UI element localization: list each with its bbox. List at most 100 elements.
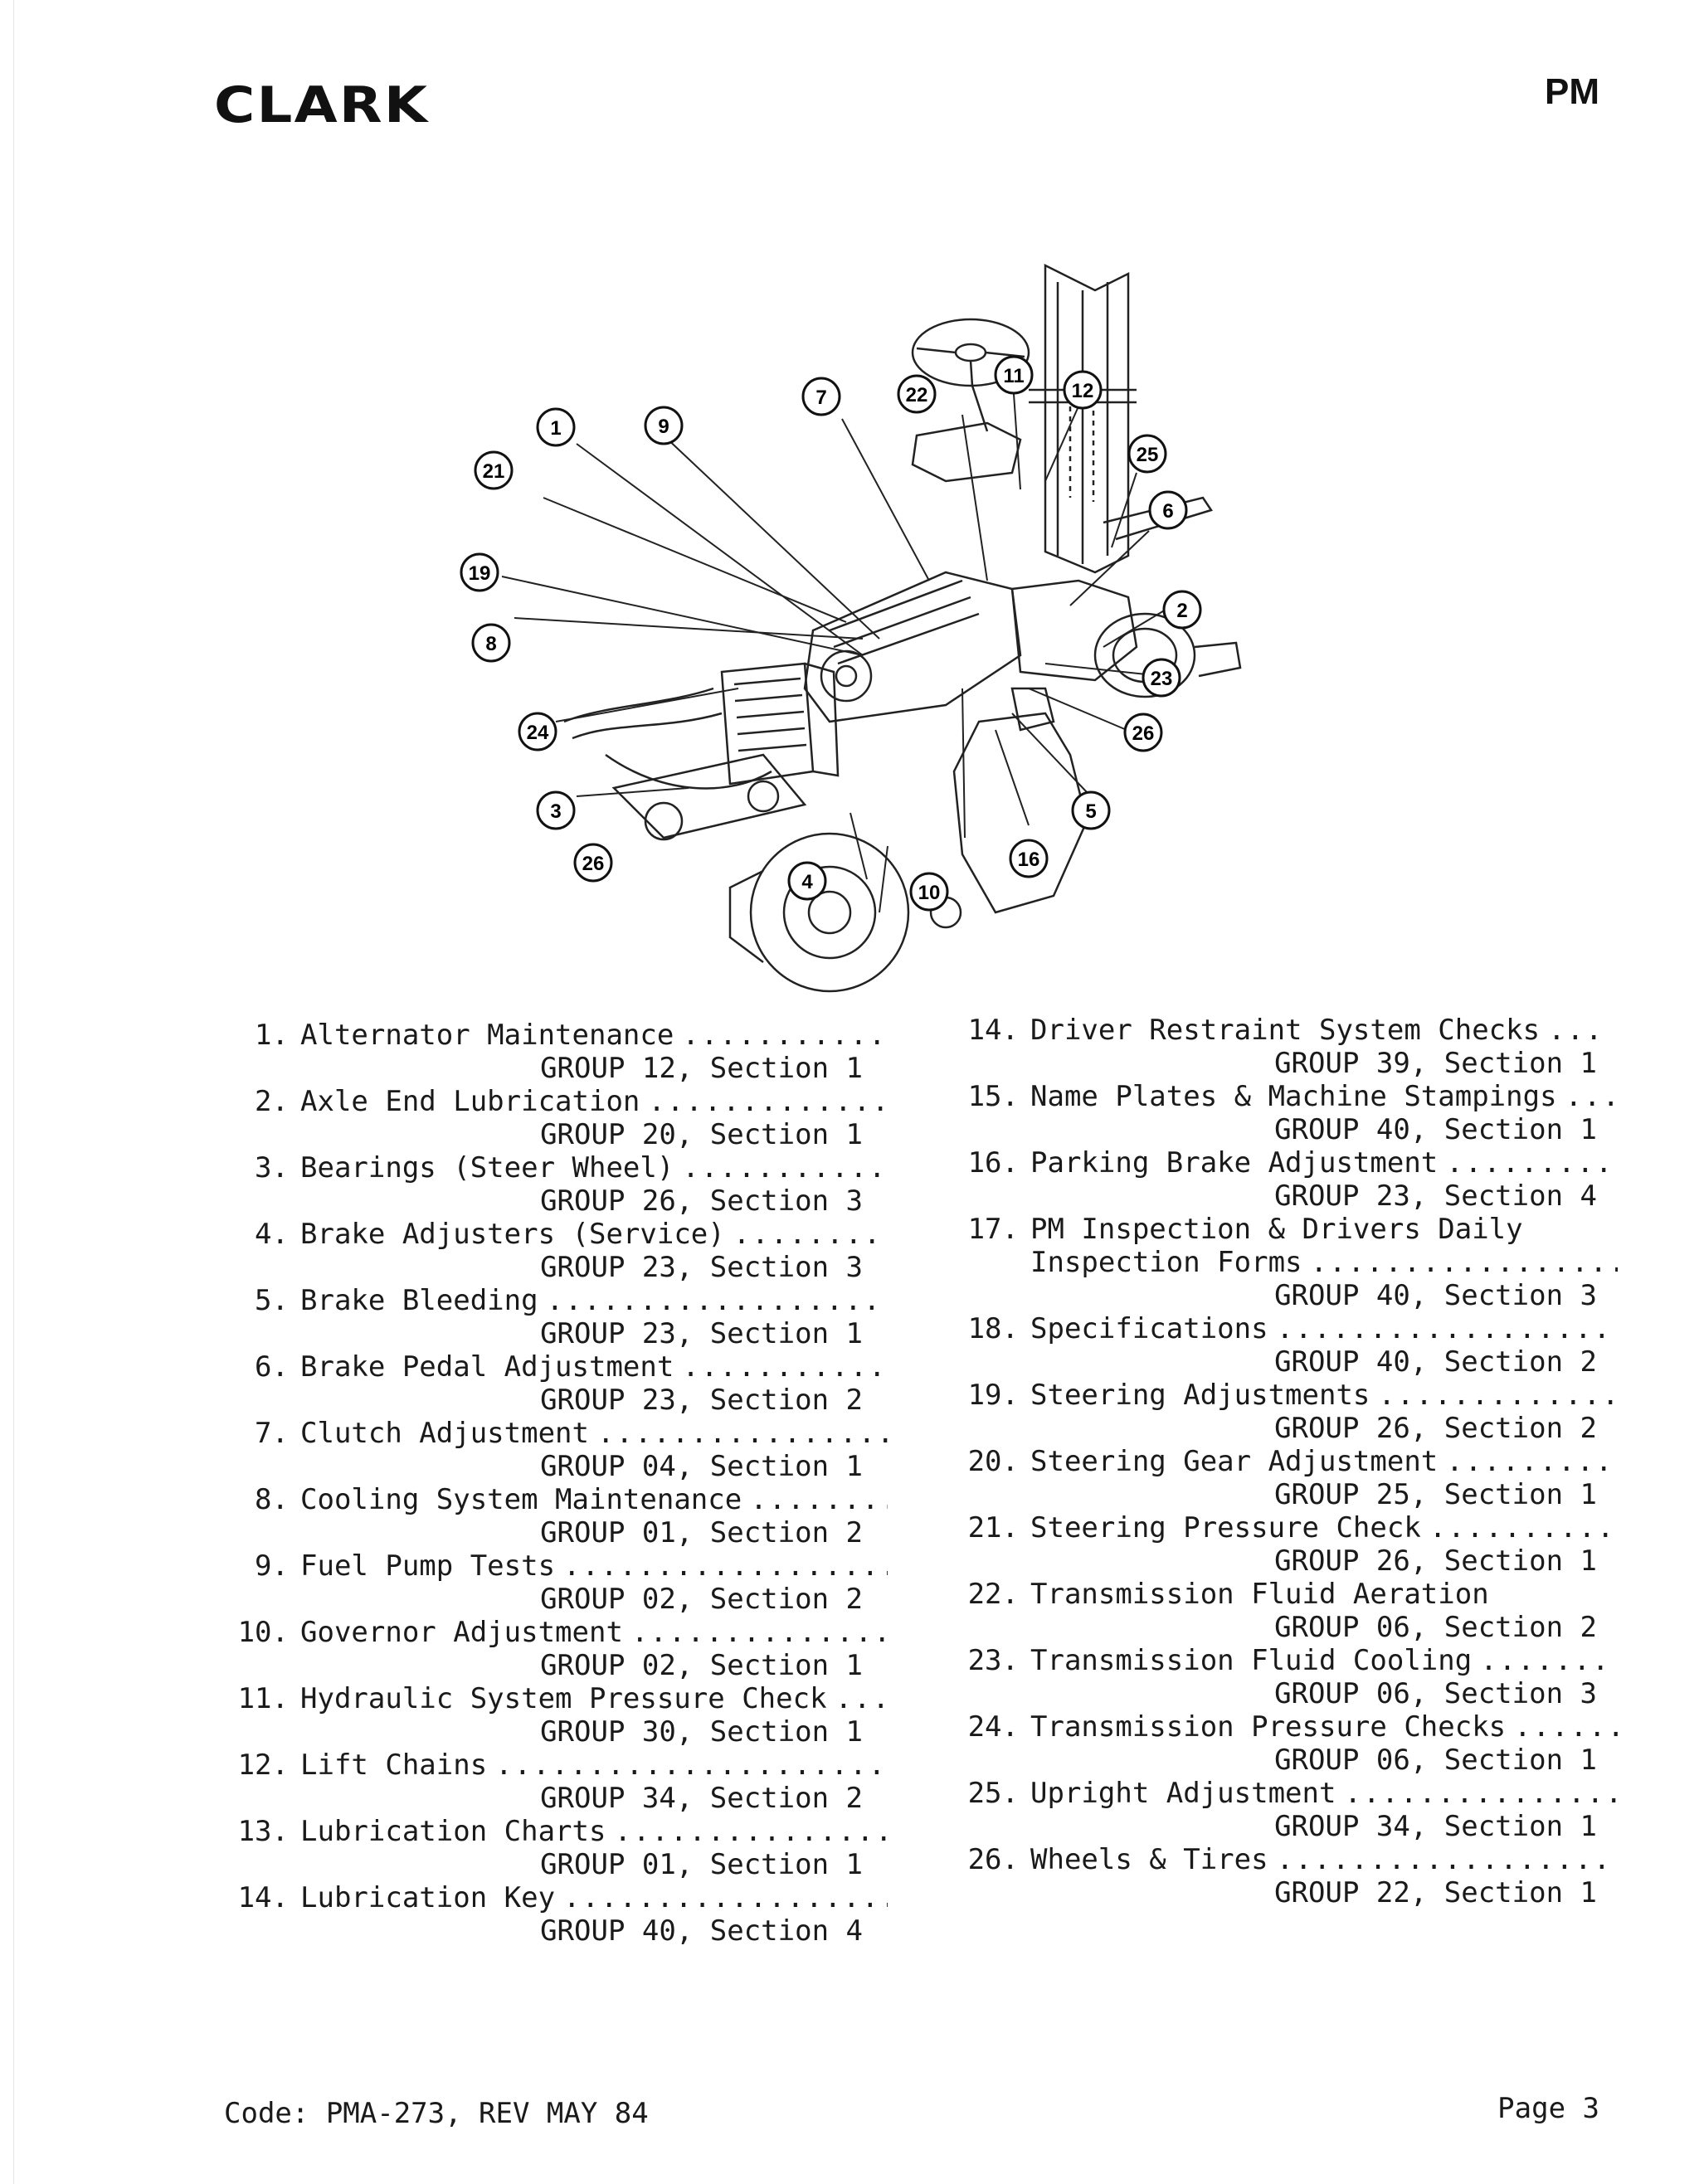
index-entry: 8.Cooling System Maintenance........GROU… bbox=[224, 1483, 888, 1549]
callout-6: 6 bbox=[1148, 490, 1188, 530]
callout-8: 8 bbox=[471, 623, 511, 663]
index-entry-leader-dots: ... bbox=[1565, 1080, 1618, 1113]
index-left-column: 1.Alternator Maintenance...........GROUP… bbox=[224, 1019, 888, 1948]
index-entry-leader-dots: ... bbox=[835, 1682, 888, 1715]
index-entry-title: Axle End Lubrication bbox=[300, 1085, 640, 1118]
index-entry-number: 25. bbox=[967, 1777, 1019, 1810]
index-entry-title-line: 13. Lubrication Charts............... bbox=[224, 1815, 888, 1848]
index-entry-leader-dots: ...................... bbox=[495, 1749, 888, 1782]
index-entry-number: 17. bbox=[967, 1213, 1019, 1246]
index-entry-reference: GROUP 40, Section 1 bbox=[1274, 1113, 1597, 1146]
index-entry-number: 8. bbox=[255, 1483, 289, 1516]
index-entry: 5.Brake Bleeding...................GROUP… bbox=[224, 1284, 888, 1350]
column-bracket bbox=[911, 421, 1022, 483]
index-entry-title-line: 19.Steering Adjustments............. bbox=[954, 1379, 1618, 1412]
callout-6-label: 6 bbox=[1162, 500, 1173, 523]
index-entry: 1.Alternator Maintenance...........GROUP… bbox=[224, 1019, 888, 1085]
index-entry: 14.Driver Restraint System Checks...GROU… bbox=[954, 1014, 1618, 1080]
index-entry-title-line: 20.Steering Gear Adjustment.......... bbox=[954, 1445, 1618, 1478]
index-entry-leader-dots: ....... bbox=[1480, 1644, 1611, 1677]
index-entry-leader-dots: .......... bbox=[1446, 1146, 1618, 1180]
index-entry-reference: GROUP 23, Section 2 bbox=[540, 1384, 863, 1417]
index-entry-reference: GROUP 12, Section 1 bbox=[540, 1052, 863, 1085]
callout-26: 26 bbox=[573, 843, 613, 883]
callout-20-label: 22 bbox=[906, 384, 928, 406]
index-entry-reference: GROUP 26, Section 3 bbox=[540, 1184, 863, 1218]
index-entry-title: Lubrication Charts bbox=[300, 1815, 606, 1848]
index-entry-title: Transmission Fluid Cooling bbox=[1030, 1644, 1473, 1677]
index-entry-leader-dots: ................ bbox=[597, 1417, 888, 1450]
index-entry-title: Steering Adjustments bbox=[1030, 1379, 1370, 1412]
clark-logo: CLARK bbox=[214, 76, 430, 134]
index-entry-title: Hydraulic System Pressure Check bbox=[300, 1682, 827, 1715]
index-entry-leader-dots: .................. bbox=[563, 1881, 888, 1914]
callout-16-label: 16 bbox=[1018, 849, 1040, 871]
index-entry-title-line: 9.Fuel Pump Tests.................. bbox=[224, 1549, 888, 1583]
index-entry: 13.Lubrication Charts...............GROU… bbox=[224, 1815, 888, 1881]
index-entry-title: Bearings (Steer Wheel) bbox=[300, 1151, 674, 1184]
index-entry: 23.Transmission Fluid Cooling.......GROU… bbox=[954, 1644, 1618, 1710]
index-entry-number: 15. bbox=[967, 1080, 1019, 1113]
callout-5: 5 bbox=[1071, 790, 1111, 830]
callout-16: 16 bbox=[1009, 839, 1049, 878]
index-entry: 2.Axle End Lubrication.............GROUP… bbox=[224, 1085, 888, 1151]
index-entry-title-line: 14.Driver Restraint System Checks... bbox=[954, 1014, 1618, 1047]
index-entry-title-line: 1.Alternator Maintenance........... bbox=[224, 1019, 888, 1052]
index-entry-title: Driver Restraint System Checks bbox=[1030, 1014, 1541, 1047]
index-entry-leader-dots: ........... bbox=[1429, 1511, 1618, 1544]
index-entry-title-line: 6.Brake Pedal Adjustment........... bbox=[224, 1350, 888, 1384]
index-entry-number: 13. bbox=[237, 1815, 289, 1848]
index-entry-reference: GROUP 40, Section 2 bbox=[1274, 1345, 1597, 1379]
callout-20: 22 bbox=[897, 374, 937, 414]
index-entry-leader-dots: ................. bbox=[1310, 1246, 1618, 1279]
callout-4-label: 4 bbox=[801, 871, 813, 893]
index-entry-reference: GROUP 30, Section 1 bbox=[540, 1715, 863, 1749]
document-code: Code: PMA-273, REV MAY 84 bbox=[224, 2097, 649, 2130]
index-entry-leader-dots: ............... bbox=[614, 1815, 888, 1848]
callout-7-label: 7 bbox=[815, 387, 826, 409]
index-entry-leader-dots: .................. bbox=[563, 1549, 888, 1583]
callout-21-label: 21 bbox=[483, 460, 505, 483]
index-entry: 9.Fuel Pump Tests..................GROUP… bbox=[224, 1549, 888, 1616]
index-entry-reference: GROUP 20, Section 1 bbox=[540, 1118, 863, 1151]
index-entry: 26.Wheels & Tires...................GROU… bbox=[954, 1843, 1618, 1909]
callout-21: 21 bbox=[474, 450, 514, 490]
index-entry-title: Name Plates & Machine Stampings bbox=[1030, 1080, 1557, 1113]
index-entry-leader-dots: ................... bbox=[1276, 1312, 1618, 1345]
callout-3: 3 bbox=[536, 790, 576, 830]
index-entry-number: 2. bbox=[255, 1085, 289, 1118]
page-edge-line bbox=[13, 0, 14, 2184]
index-entry-leader-dots: ............ bbox=[682, 1151, 888, 1184]
index-entry-leader-dots: ........ bbox=[750, 1483, 888, 1516]
callout-24-label: 26 bbox=[1132, 722, 1155, 745]
callout-2-label: 2 bbox=[1176, 600, 1187, 622]
index-entry-reference: GROUP 22, Section 1 bbox=[1274, 1876, 1597, 1909]
index-entry-reference: GROUP 02, Section 2 bbox=[540, 1583, 863, 1616]
index-entry-title-continued-text: Inspection Forms bbox=[1030, 1246, 1302, 1279]
callout-10: 10 bbox=[909, 872, 949, 912]
callout-10-label: 10 bbox=[918, 882, 941, 904]
index-entry-title-line: 26.Wheels & Tires................... bbox=[954, 1843, 1618, 1876]
index-entry-reference: GROUP 06, Section 2 bbox=[1274, 1611, 1597, 1644]
index-entry: 14.Lubrication Key..................GROU… bbox=[224, 1881, 888, 1948]
index-entry-title: Brake Bleeding bbox=[300, 1284, 538, 1317]
index-entry-number: 6. bbox=[255, 1350, 289, 1384]
index-entry-reference: GROUP 34, Section 1 bbox=[1274, 1810, 1597, 1843]
index-entry-reference: GROUP 04, Section 1 bbox=[540, 1450, 863, 1483]
callout-2: 2 bbox=[1162, 590, 1202, 630]
index-right-column: 14.Driver Restraint System Checks...GROU… bbox=[954, 1014, 1618, 1909]
index-entry-reference: GROUP 39, Section 1 bbox=[1274, 1047, 1597, 1080]
callout-9: 9 bbox=[644, 406, 684, 445]
callout-19-label: 19 bbox=[469, 562, 491, 585]
index-entry-title-line: 3.Bearings (Steer Wheel)............ bbox=[224, 1151, 888, 1184]
index-entry-leader-dots: .......... bbox=[1446, 1445, 1618, 1478]
index-entry-title: Parking Brake Adjustment bbox=[1030, 1146, 1439, 1180]
callout-11: 11 bbox=[994, 355, 1034, 395]
index-entry: 10.Governor Adjustment..............GROU… bbox=[224, 1616, 888, 1682]
callout-7: 7 bbox=[801, 377, 841, 416]
callout-3-label: 3 bbox=[550, 800, 561, 823]
index-entry-number: 14. bbox=[967, 1014, 1019, 1047]
index-entry-reference: GROUP 26, Section 1 bbox=[1274, 1544, 1597, 1578]
index-entry: 4.Brake Adjusters (Service).........GROU… bbox=[224, 1218, 888, 1284]
index-entry-number: 21. bbox=[967, 1511, 1019, 1544]
